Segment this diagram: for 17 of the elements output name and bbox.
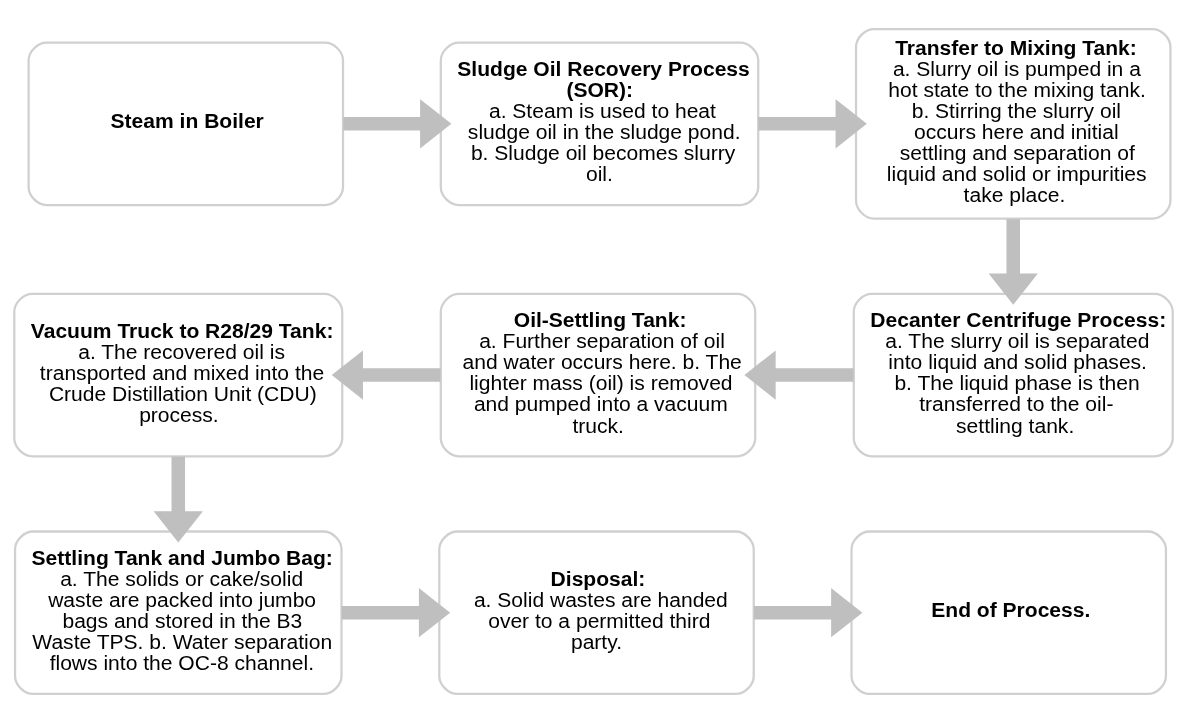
node-box: Oil-Settling Tank: a. Further separation of oil and water occurs here. b. The lighter mass (oil) is removed and pumped into a vacuum truck.: [439, 292, 757, 457]
node-box: Decanter Centrifuge Process: a. The slurry oil is separated into liquid and solid phases. b. The liquid phase is then transferred to the oil-settling tank.: [852, 292, 1174, 457]
arrow: [753, 587, 863, 637]
arrow: [758, 98, 867, 148]
arrow: [341, 587, 451, 637]
node-box: Steam in Boiler: [27, 40, 345, 206]
arrow: [331, 349, 441, 400]
arrow: [343, 98, 452, 148]
arrow: [744, 349, 854, 400]
node-box: Transfer to Mixing Tank: a. Slurry oil is pumped in a hot state to the mixing tank. b. Stirring the slurry oil occurs here and initial settling and separation of liquid and solid or impurities take place.: [854, 27, 1172, 220]
node-box: Disposal: a. Solid wastes are handed over to a permitted third party.: [438, 529, 755, 695]
node-box: Sludge Oil Recovery Process (SOR): a. Steam is used to heat sludge oil in the sludge pond. b. Sludge oil becomes slurry oil.: [439, 40, 760, 206]
node-box: Vacuum Truck to R28/29 Tank: a. The recovered oil is transported and mixed into the Crude Distillation Unit (CDU) process.: [13, 292, 344, 457]
node-box: End of Process.: [850, 529, 1168, 695]
node-box: Settling Tank and Jumbo Bag: a. The solids or cake/solid waste are packed into jumbo bags and stored in the B3 Waste TPS. b. Water separation flows into the OC-8 channel.: [13, 529, 343, 695]
arrow: [153, 456, 203, 542]
arrow: [988, 218, 1038, 305]
